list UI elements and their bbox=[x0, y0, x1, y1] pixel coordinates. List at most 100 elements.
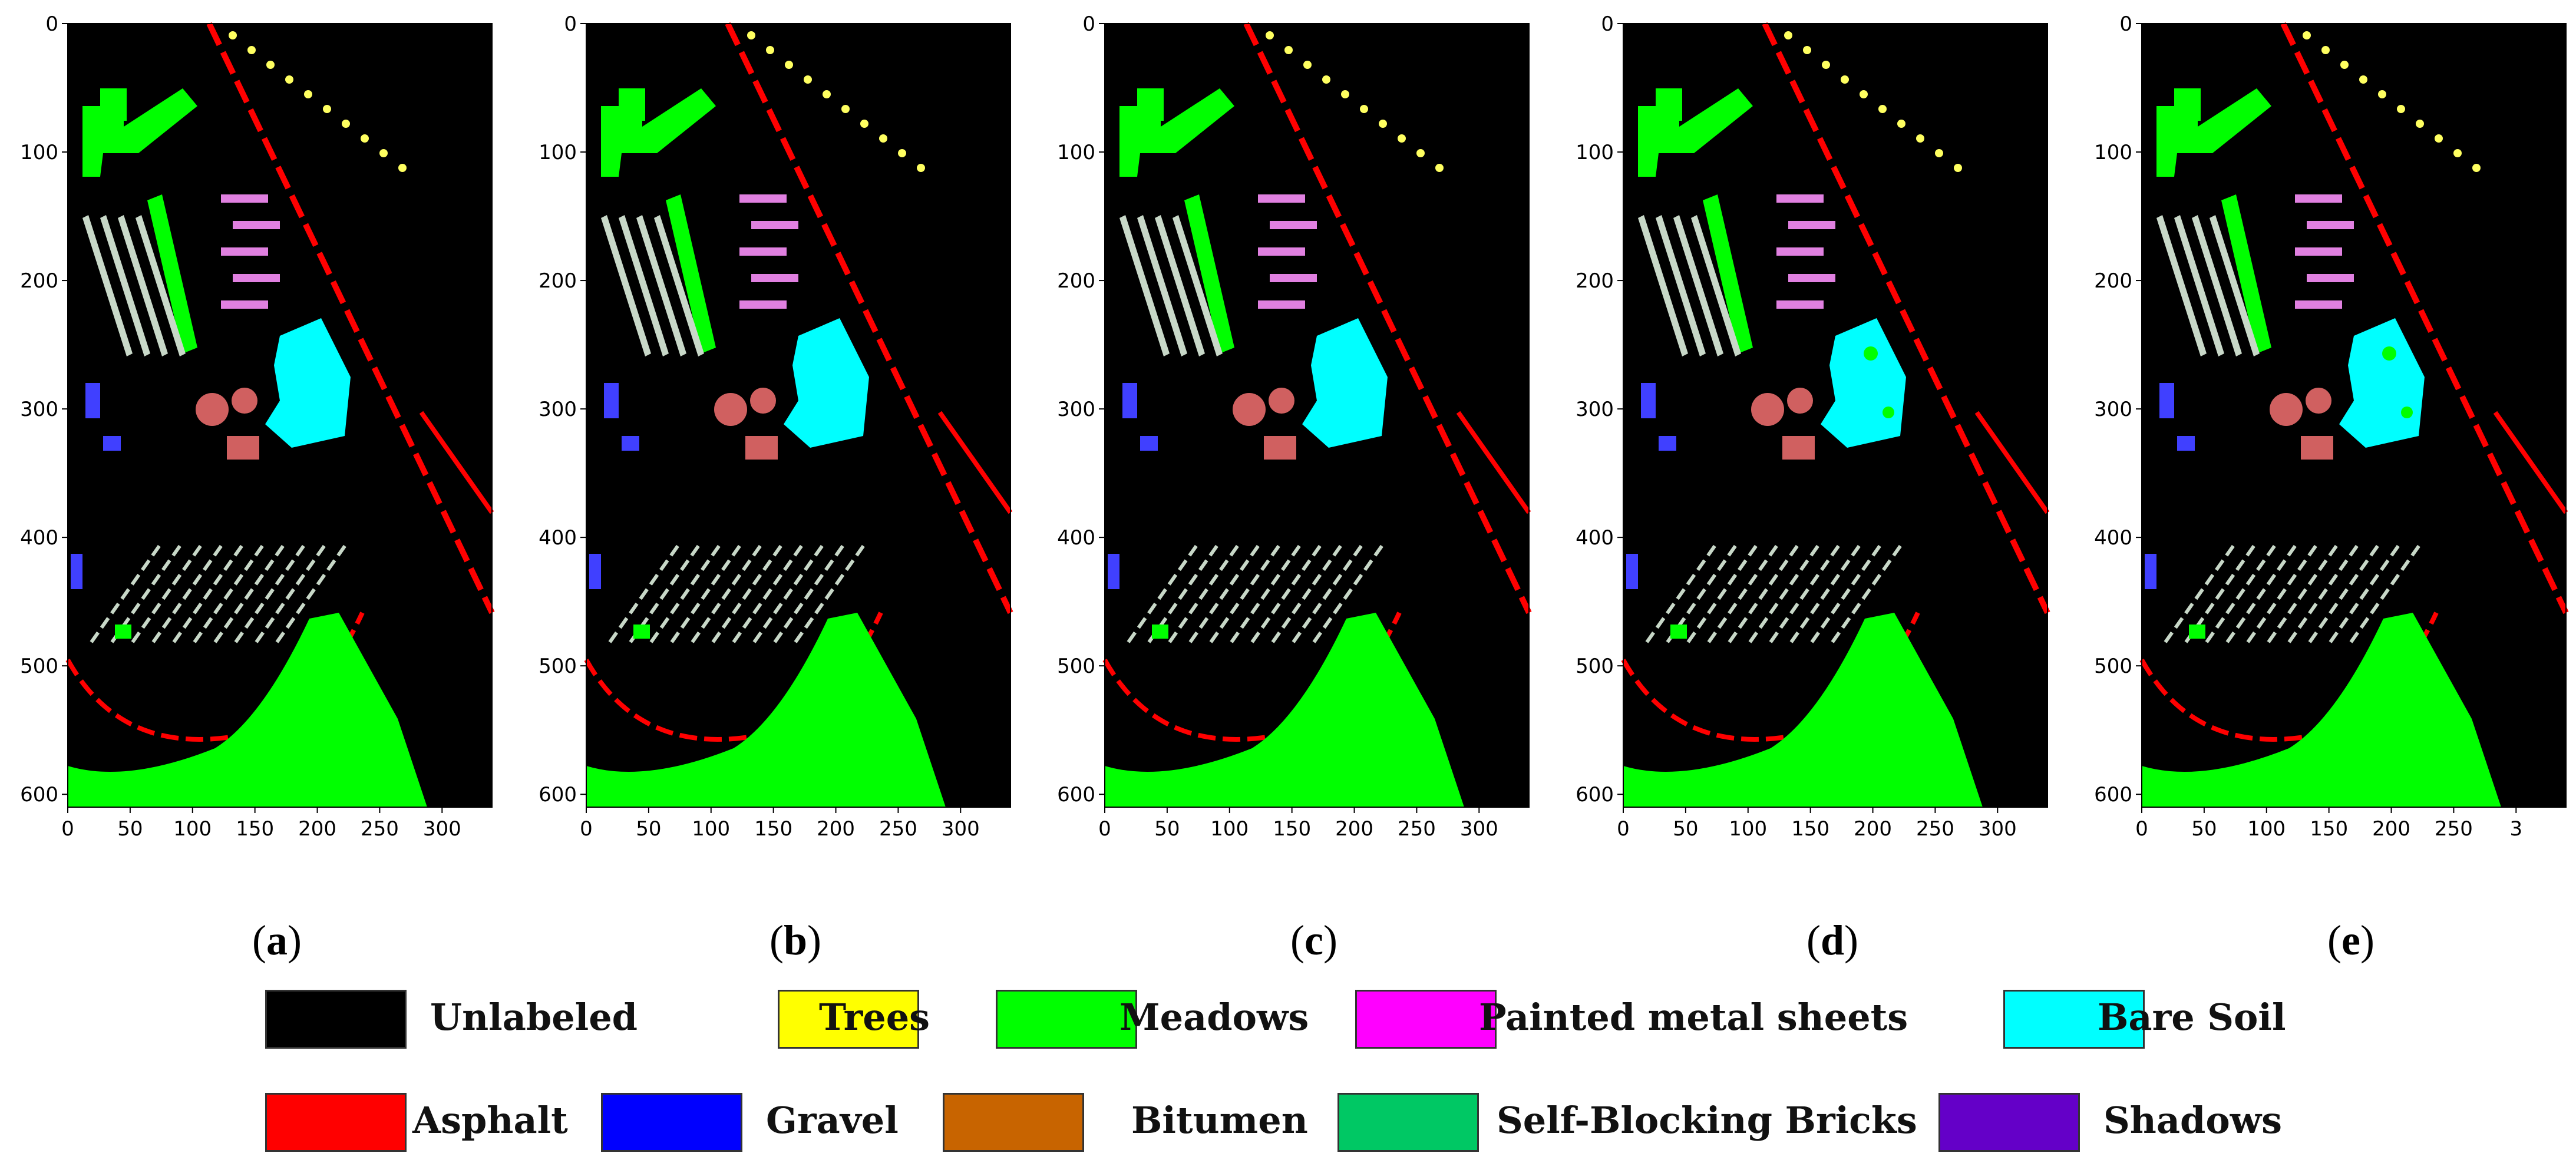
legend-label: Unlabeled bbox=[430, 996, 638, 1039]
trees-patch bbox=[2321, 46, 2330, 54]
y-tick-label: 200 bbox=[539, 269, 577, 293]
y-tick-label: 200 bbox=[2094, 269, 2132, 293]
trees-patch bbox=[1822, 61, 1830, 69]
bricks-row bbox=[1292, 541, 1366, 643]
legend-label: Shadows bbox=[2103, 1099, 2283, 1142]
trees-patch bbox=[1416, 149, 1425, 157]
painted-metal-sheet bbox=[2307, 274, 2354, 282]
bricks-row bbox=[1728, 541, 1802, 643]
gravel-patch bbox=[1108, 554, 1119, 589]
bricks-row bbox=[1230, 541, 1304, 643]
plot-frame bbox=[1623, 23, 2048, 808]
trees-patch bbox=[1784, 31, 1792, 39]
y-tick-label: 300 bbox=[2094, 398, 2132, 421]
bricks-row bbox=[732, 541, 806, 643]
x-tick-label: 50 bbox=[1673, 817, 1698, 841]
bricks-row bbox=[1645, 541, 1719, 643]
trees-patch bbox=[1322, 75, 1330, 84]
map-image bbox=[65, 22, 495, 807]
y-tick-label: 500 bbox=[1576, 655, 1614, 678]
meadows-region bbox=[1623, 613, 1983, 807]
gravel-patch bbox=[71, 554, 82, 589]
bricks-strip bbox=[82, 215, 133, 356]
x-tick-label: 150 bbox=[1273, 817, 1311, 841]
bricks-row bbox=[2308, 541, 2382, 643]
bricks-row bbox=[752, 541, 827, 643]
legend-swatch bbox=[996, 990, 1137, 1049]
bricks-row bbox=[213, 541, 288, 643]
bricks-row bbox=[773, 541, 847, 643]
legend-swatch bbox=[265, 990, 407, 1049]
panel-caption-letter: d bbox=[1820, 917, 1845, 964]
bitumen-patch bbox=[2301, 436, 2333, 460]
trees-patch bbox=[247, 46, 256, 54]
bitumen-patch bbox=[227, 436, 259, 460]
trees-patch bbox=[1803, 46, 1811, 54]
trees-patch bbox=[1341, 90, 1349, 98]
bricks-row bbox=[1810, 541, 1884, 643]
legend-label: Trees bbox=[819, 996, 930, 1039]
gravel-patch bbox=[1140, 436, 1158, 451]
y-tick-label: 600 bbox=[1576, 783, 1614, 807]
x-tick-label: 300 bbox=[1460, 817, 1498, 841]
panel-caption: (d) bbox=[1806, 917, 1858, 964]
x-tick-label: 300 bbox=[1979, 817, 2017, 841]
trees-patch bbox=[917, 164, 925, 172]
bricks-row bbox=[131, 541, 205, 643]
bricks-strip bbox=[1137, 215, 1187, 356]
gravel-patch bbox=[622, 436, 639, 451]
legend-label: Bitumen bbox=[1131, 1099, 1308, 1142]
panel-caption: (b) bbox=[769, 917, 821, 964]
x-tick-label: 200 bbox=[298, 817, 336, 841]
trees-patch bbox=[2340, 61, 2349, 69]
plot-frame bbox=[67, 23, 493, 808]
bricks-row bbox=[255, 541, 329, 643]
bitumen-patch bbox=[1782, 436, 1815, 460]
x-tick-label: 300 bbox=[942, 817, 980, 841]
trees-patch bbox=[361, 134, 369, 143]
trees-patch bbox=[304, 90, 312, 98]
bricks-strip bbox=[601, 215, 651, 356]
trees-patch bbox=[1266, 31, 1274, 39]
bricks-row bbox=[2205, 541, 2279, 643]
bricks-row bbox=[234, 541, 308, 643]
y-tick-label: 400 bbox=[20, 526, 58, 550]
meadows-patch bbox=[2189, 625, 2205, 639]
meadows-region bbox=[1105, 613, 1464, 807]
trees-patch bbox=[2303, 31, 2311, 39]
bitumen-patch bbox=[714, 393, 747, 426]
y-tick-label: 200 bbox=[1057, 269, 1095, 293]
bricks-row bbox=[711, 541, 785, 643]
bricks-row bbox=[1209, 541, 1283, 643]
x-tick-label: 250 bbox=[879, 817, 917, 841]
meadows-region bbox=[2174, 88, 2201, 121]
legend-label: Meadows bbox=[1119, 996, 1309, 1039]
trees-patch bbox=[1435, 164, 1444, 172]
panel-caption-letter: b bbox=[783, 917, 808, 964]
panel-caption-letter: e bbox=[2341, 917, 2360, 964]
x-tick-label: 50 bbox=[2191, 817, 2217, 841]
gravel-patch bbox=[1122, 383, 1137, 418]
road-junction bbox=[937, 411, 1013, 514]
gravel-patch bbox=[1626, 554, 1638, 589]
bricks-strip bbox=[2174, 215, 2224, 356]
gravel-patch bbox=[2145, 554, 2156, 589]
painted-metal-sheet bbox=[221, 194, 268, 203]
bricks-row bbox=[691, 541, 765, 643]
bricks-row bbox=[1831, 541, 1905, 643]
road-asphalt bbox=[1243, 22, 1532, 614]
gravel-patch bbox=[85, 383, 100, 418]
bricks-strip bbox=[1673, 215, 1723, 356]
gravel-patch bbox=[103, 436, 121, 451]
road-asphalt bbox=[206, 22, 495, 614]
bricks-row bbox=[1188, 541, 1263, 643]
bitumen-patch bbox=[745, 436, 778, 460]
bare-soil-region bbox=[265, 318, 351, 448]
bitumen-patch bbox=[2306, 388, 2331, 414]
y-tick-label: 500 bbox=[2094, 655, 2132, 678]
